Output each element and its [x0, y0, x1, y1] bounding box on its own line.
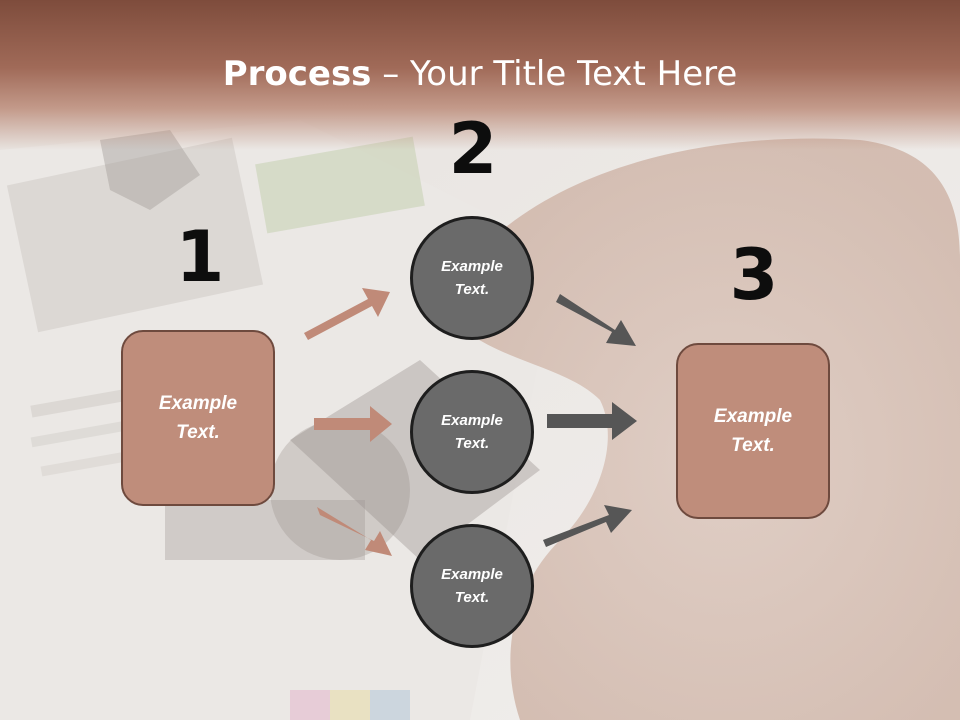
step-number-2: 2: [448, 108, 498, 190]
step-number-1: 1: [175, 216, 225, 298]
circle-node-middle: Example Text.: [410, 370, 534, 494]
circle-node-bottom-text: Example Text.: [441, 566, 503, 606]
left-step-box-text: Example Text.: [158, 393, 238, 443]
circle-node-bottom: Example Text.: [410, 524, 534, 648]
left-step-box: Example Text.: [121, 330, 275, 506]
circle-node-top: Example Text.: [410, 216, 534, 340]
title-rest-part: – Your Title Text Here: [371, 54, 738, 94]
slide-title: Process – Your Title Text Here: [0, 52, 960, 96]
step-number-3: 3: [729, 234, 779, 316]
circle-node-top-text: Example Text.: [441, 258, 503, 298]
right-step-box-text: Example Text.: [713, 406, 793, 456]
circle-node-middle-text: Example Text.: [441, 412, 503, 452]
right-step-box: Example Text.: [676, 343, 830, 519]
title-bold-part: Process: [222, 54, 372, 94]
title-band: [0, 0, 960, 150]
